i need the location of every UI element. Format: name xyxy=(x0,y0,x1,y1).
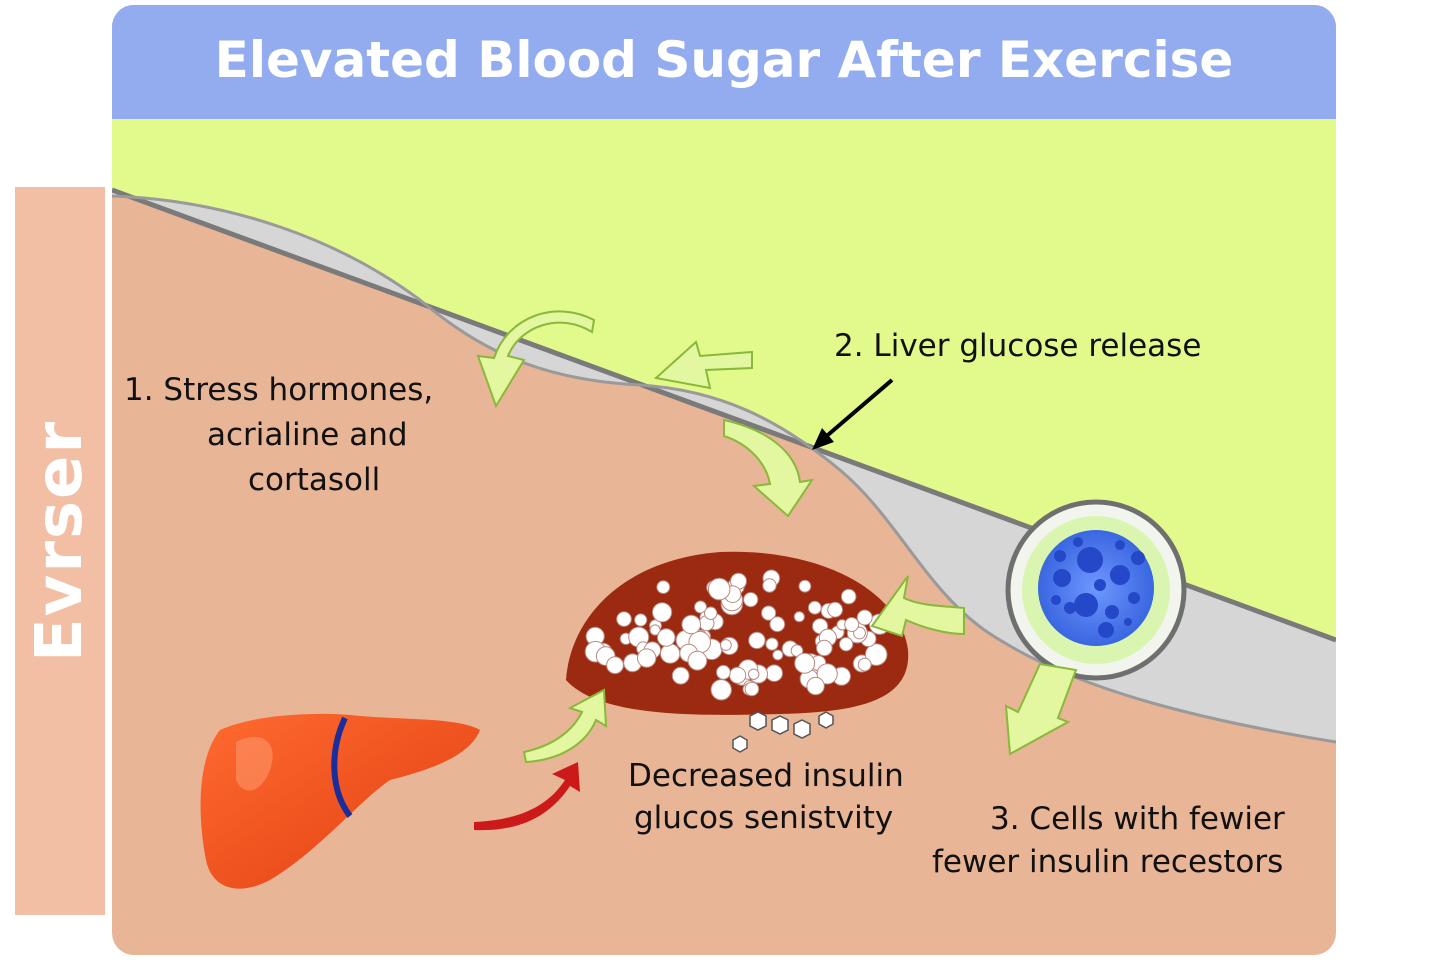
label-step2: 2. Liver glucose release xyxy=(834,328,1202,364)
label-step1-line2: acrialine and xyxy=(207,417,408,453)
label-center-line2: glucos senistvity xyxy=(634,800,894,836)
sky-area xyxy=(112,114,1336,640)
liver-icon xyxy=(200,713,480,889)
title-banner: Elevated Blood Sugar After Exercise xyxy=(112,5,1336,119)
label-step3-line2: fewer insulin recestors xyxy=(932,844,1284,880)
green-arrow-icon xyxy=(653,340,753,390)
diagram-title: Elevated Blood Sugar After Exercise xyxy=(214,31,1234,89)
green-arrow-icon xyxy=(1004,662,1078,756)
green-arrow-icon xyxy=(723,418,815,518)
cell-icon xyxy=(1005,499,1187,681)
green-arrow-icon xyxy=(476,310,596,409)
label-step1-line3: cortasoll xyxy=(248,462,381,498)
green-arrow-icon xyxy=(870,575,965,638)
label-step1-line1: 1. Stress hormones, xyxy=(124,372,434,408)
green-arrow-icon xyxy=(522,688,608,764)
label-step3-line1: 3. Cells with fewier xyxy=(990,801,1285,837)
label-center-line1: Decreased insulin xyxy=(628,758,904,794)
red-arrow-icon xyxy=(474,762,580,831)
side-tab xyxy=(15,187,105,915)
pointer-arrow-icon xyxy=(812,378,894,450)
